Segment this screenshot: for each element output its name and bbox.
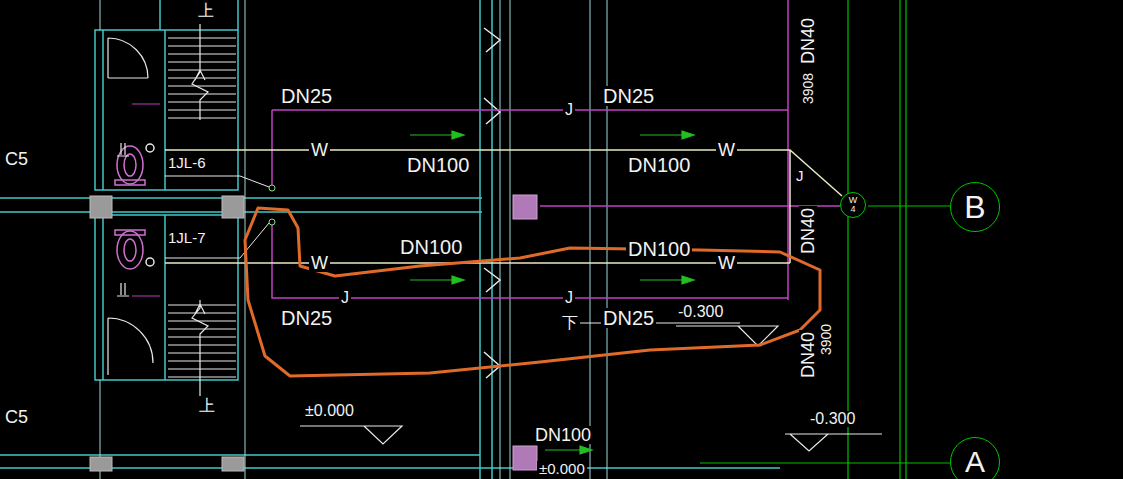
- toilet-symbol: [115, 144, 154, 269]
- pipe-size-label: DN100: [626, 155, 692, 175]
- toilet-tank: [115, 230, 145, 235]
- flow-arrow: [410, 131, 464, 139]
- stair-arrow: [192, 24, 208, 396]
- pipe-size-label: DN25: [279, 308, 334, 328]
- toilet-seat: [124, 154, 136, 176]
- window-tag-label: C5: [3, 408, 30, 426]
- toilet-seat: [124, 239, 136, 261]
- fixture-branch: [132, 104, 160, 296]
- pipe-code-label: J: [563, 102, 575, 118]
- level-value-label: ±0.000: [537, 461, 587, 476]
- pipe-code-label: W: [309, 254, 330, 272]
- stair-direction-label: 上: [196, 3, 216, 19]
- pipe-code-label: J: [794, 168, 806, 183]
- markup-loop: [245, 208, 820, 376]
- pipe-size-label: DN25: [601, 308, 656, 328]
- door-swing: [108, 38, 153, 375]
- toilet-tank: [115, 180, 145, 185]
- pipe-size-label: DN40: [799, 16, 817, 66]
- column: [513, 446, 537, 470]
- toilet-outlet: [146, 258, 154, 266]
- window-symbols: [484, 28, 500, 378]
- axis-bubble-text: B: [964, 191, 985, 223]
- riser-point: [269, 185, 275, 191]
- toilet-bowl: [117, 231, 143, 269]
- pipe-size-label: DN25: [601, 86, 656, 106]
- floor-drain-symbol: [117, 143, 129, 296]
- grid-lines: [100, 0, 607, 479]
- riser-tag-label: 1JL-6: [166, 155, 208, 170]
- flow-arrow: [640, 276, 694, 284]
- riser-bubble: W4: [840, 192, 866, 218]
- flow-arrows: [410, 131, 694, 454]
- riser-point: [269, 219, 275, 225]
- pipe-size-label: DN40: [799, 330, 817, 380]
- drain-pipe: [165, 150, 842, 263]
- level-value-label: ±0.000: [303, 403, 356, 419]
- column: [513, 195, 537, 219]
- pipe-size-label: DN25: [279, 86, 334, 106]
- axis-lines: [700, 0, 950, 479]
- level-value-label: -0.300: [808, 411, 857, 427]
- column: [222, 457, 244, 471]
- pipe-size-label: DN100: [626, 239, 692, 259]
- window-tag-label: C5: [3, 150, 30, 168]
- pipe-size-label: DN40: [799, 206, 817, 256]
- dimension-label: 3900: [819, 322, 833, 357]
- pipe-code-label: W: [716, 254, 737, 272]
- pipe-code-label: W: [309, 141, 330, 159]
- pipe-size-label: DN100: [398, 237, 464, 257]
- riser-bubble-text: W: [849, 196, 858, 205]
- stair-direction-label: 上: [197, 398, 217, 414]
- axis-bubble-text: A: [965, 447, 985, 477]
- columns: [90, 196, 244, 471]
- pipe-size-label: DN100: [405, 155, 471, 175]
- toilet-outlet: [146, 144, 154, 152]
- column: [90, 196, 112, 218]
- level-value-label: -0.300: [676, 304, 725, 320]
- stair-direction-label: 下: [560, 315, 580, 331]
- flow-arrow: [545, 446, 592, 454]
- level-mark: [300, 323, 882, 451]
- flow-arrow: [410, 276, 464, 284]
- column: [90, 457, 112, 471]
- riser-bubble-text: 4: [850, 205, 855, 214]
- axis-bubble: B: [950, 182, 1000, 232]
- pipe-size-label: DN100: [533, 426, 593, 444]
- flow-arrow: [640, 131, 694, 139]
- axis-bubble: A: [950, 437, 1000, 479]
- pipe-code-label: J: [339, 290, 351, 306]
- wall-lines: [0, 0, 780, 479]
- riser-tag-label: 1JL-7: [166, 230, 208, 245]
- pipe-code-label: J: [563, 290, 575, 306]
- pipe-code-label: W: [716, 141, 737, 159]
- dimension-label: 3908: [801, 71, 815, 106]
- column: [222, 196, 244, 218]
